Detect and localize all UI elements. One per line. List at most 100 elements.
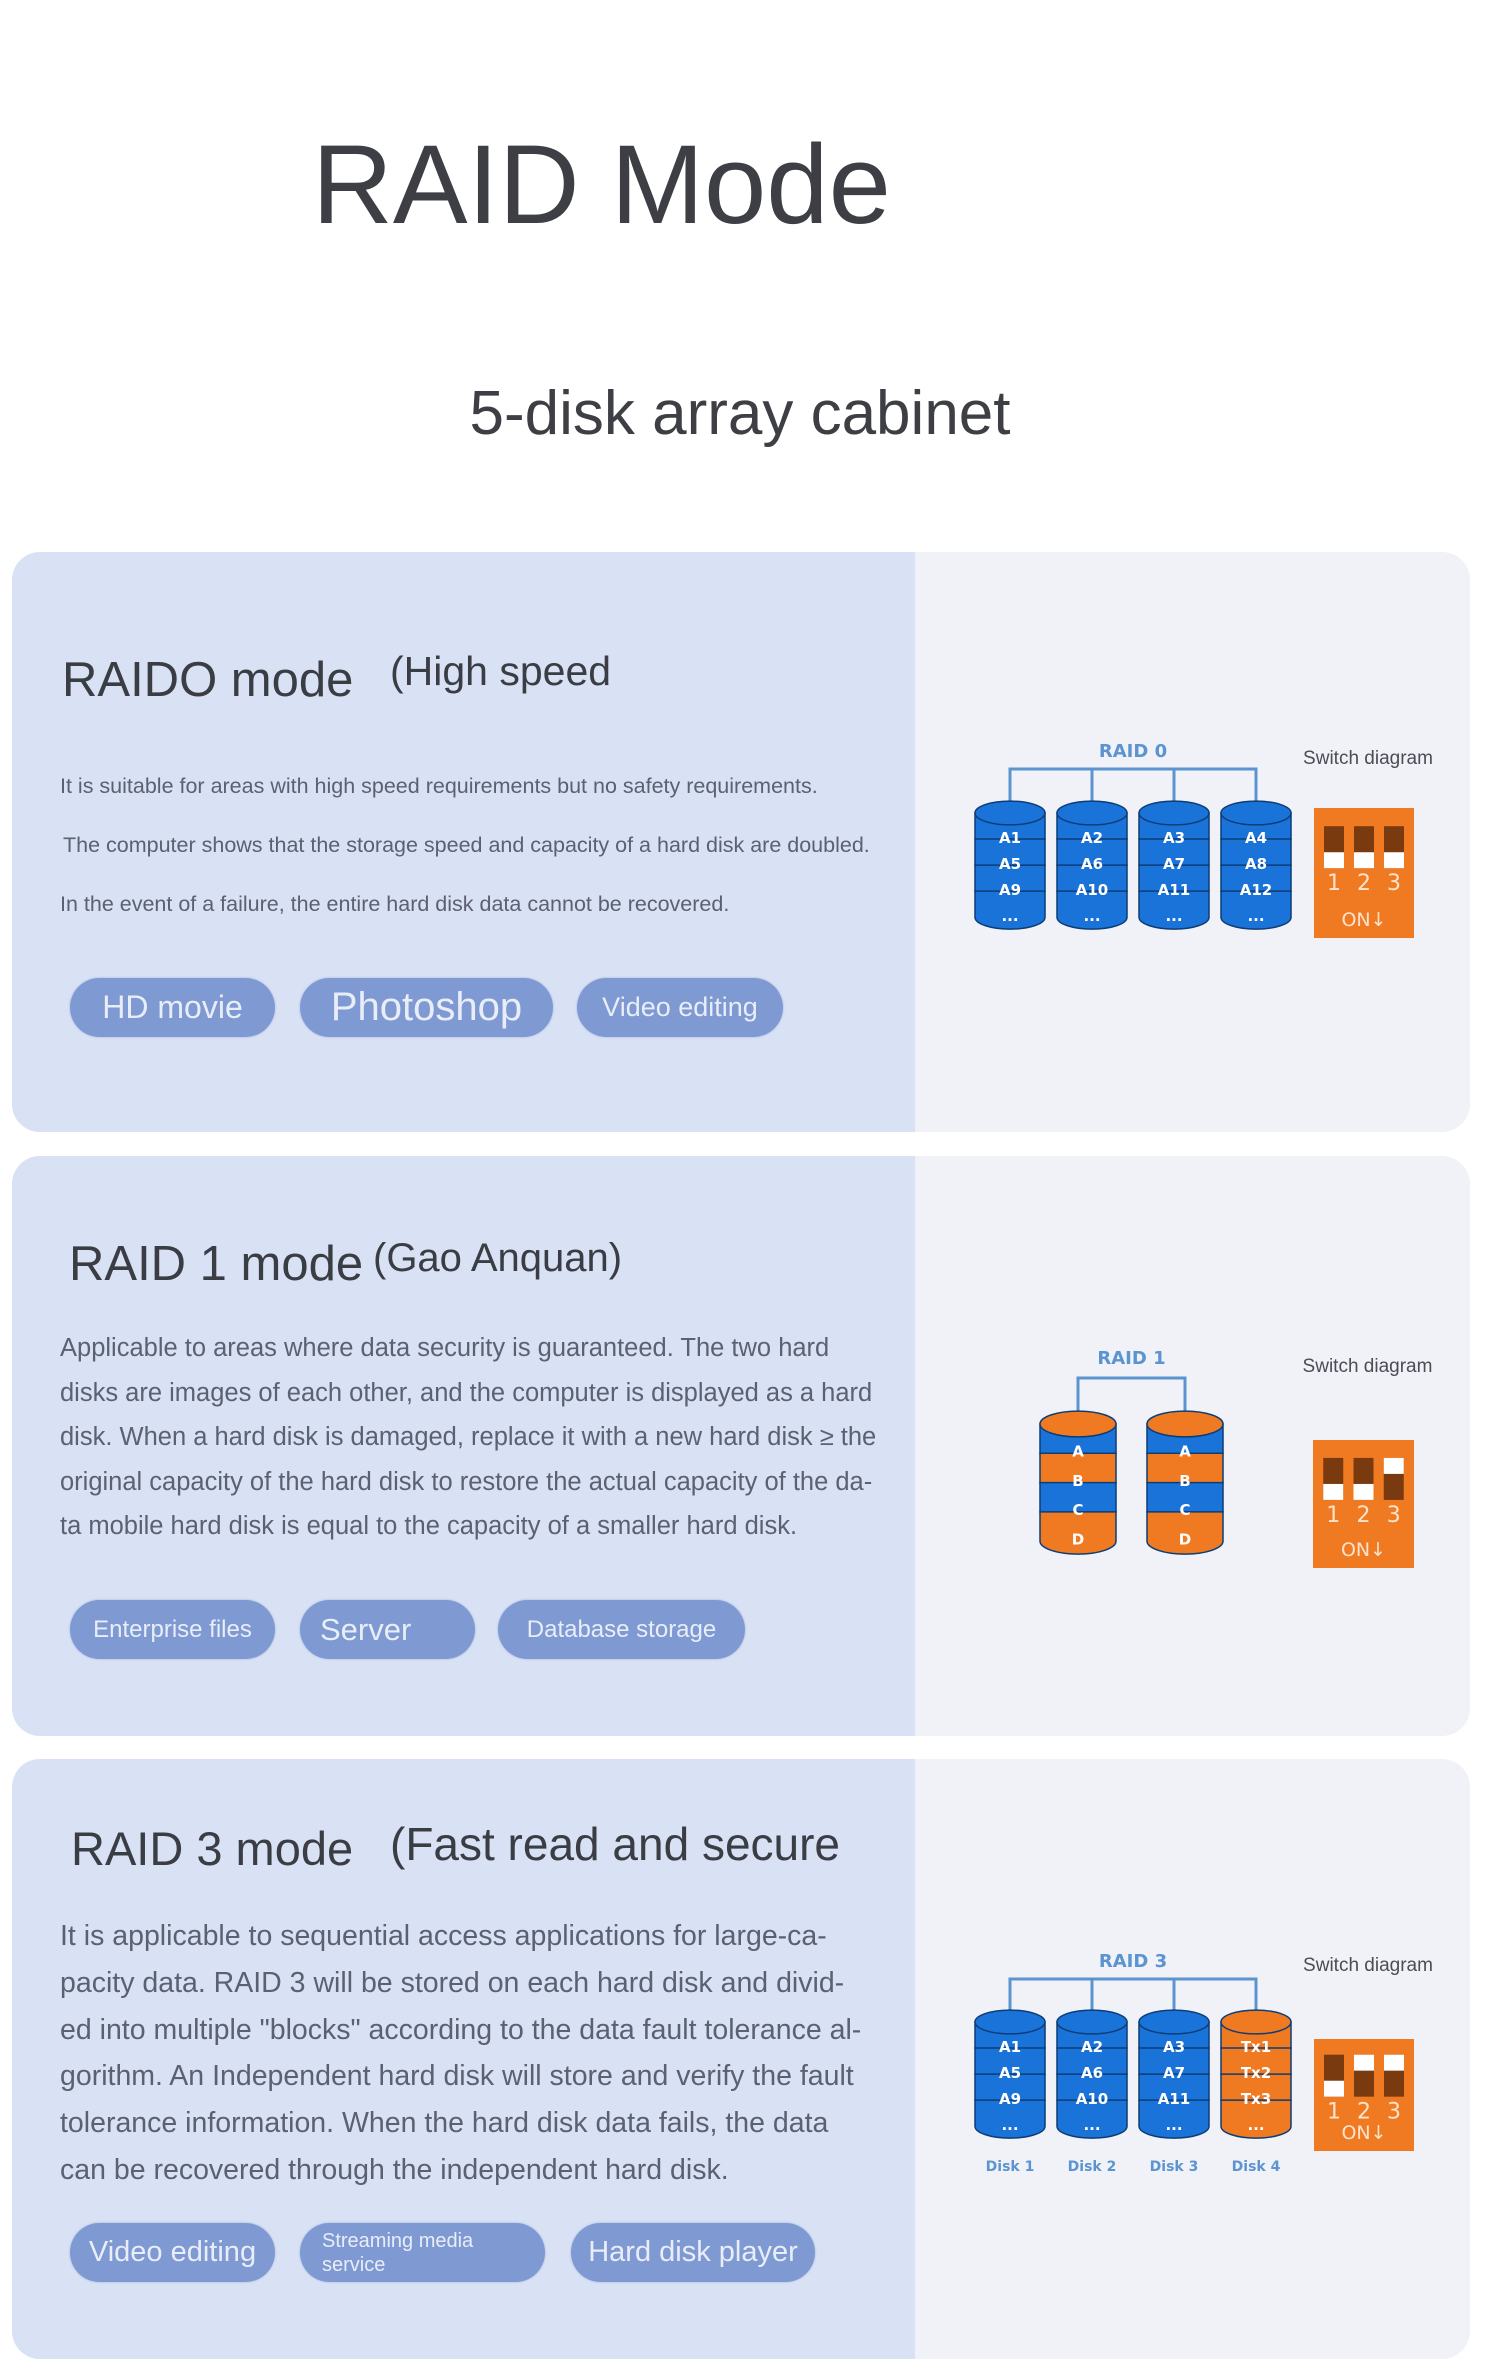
disk-band-label: ...	[1247, 907, 1264, 925]
dip-switch-number: 3	[1387, 871, 1401, 896]
disk-band-label: ...	[1165, 2116, 1182, 2134]
disk-band	[1220, 2099, 1292, 2139]
body-line: disk. When a hard disk is damaged, repla…	[60, 1423, 877, 1452]
tag-database-storage[interactable]: Database storage	[498, 1600, 745, 1659]
disk-band-label: A2	[1081, 2038, 1103, 2056]
card-heading: RAID 3 mode	[71, 1822, 354, 1875]
disk-band-label: A9	[999, 2090, 1021, 2108]
disk-band	[1220, 890, 1292, 930]
disk-band-label: A5	[999, 2064, 1021, 2082]
disk-band-label: A8	[1245, 855, 1267, 873]
dip-switch-number: 1	[1326, 1503, 1340, 1528]
disk-band	[1138, 2099, 1210, 2139]
disk-cap	[1220, 800, 1292, 826]
disk-band-label: ...	[1001, 907, 1018, 925]
disk-band-label: B	[1072, 1472, 1083, 1490]
body-line: tolerance information. When the hard dis…	[60, 2107, 829, 2140]
disk-name: Disk 2	[1068, 2159, 1117, 2175]
dip-switch-knob	[1353, 1483, 1374, 1500]
disk-band-label: A12	[1240, 881, 1272, 899]
tag-streaming-media-service[interactable]: Streaming media service	[300, 2223, 545, 2282]
body-line: In the event of a failure, the entire ha…	[60, 892, 730, 916]
disk-band-label: Tx1	[1241, 2038, 1271, 2056]
dip-switch-knob	[1324, 852, 1344, 869]
disk-band-label: A7	[1163, 2064, 1185, 2082]
tag-video-editing[interactable]: Video editing	[577, 978, 783, 1037]
disk-cap	[1138, 2009, 1210, 2035]
disk-labels: A1A5A9...A2A6A10...A3A7A11...A4A8A12...	[999, 829, 1272, 925]
raid3-info-panel: RAID 3 mode (Fast read and secure It is …	[12, 1759, 915, 2359]
tag-video-editing[interactable]: Video editing	[70, 2223, 275, 2282]
card-body: It is suitable for areas with high speed…	[60, 757, 870, 934]
tag-hd-movie[interactable]: HD movie	[70, 978, 275, 1037]
disk-name: Disk 3	[1150, 2159, 1199, 2175]
disk-icon	[974, 800, 1046, 930]
dip-switch-knob	[1323, 1483, 1344, 1500]
body-line: can be recovered through the independent…	[60, 2153, 729, 2186]
disk-icon	[1220, 800, 1292, 930]
dip-switch-number: 1	[1327, 2100, 1341, 2125]
disk-cap	[1146, 1410, 1224, 1438]
dip-switch-on-label: ON↓	[1341, 909, 1386, 931]
tag-photoshop[interactable]: Photoshop	[300, 978, 553, 1037]
disk-band	[1138, 890, 1210, 930]
tag-hard-disk-player[interactable]: Hard disk player	[571, 2223, 815, 2282]
dip-switch-knob	[1384, 2054, 1404, 2071]
body-line: It is applicable to sequential access ap…	[60, 1920, 827, 1952]
disk-cap	[1039, 1410, 1117, 1438]
dip-switch-number: 2	[1357, 1503, 1371, 1528]
disk-cap	[1056, 800, 1128, 826]
raid1-info-panel: RAID 1 mode (Gao Anquan) Applicable to a…	[12, 1156, 915, 1736]
disk-icon	[1138, 800, 1210, 930]
disk-icon: Disk 4	[1220, 2009, 1292, 2175]
disk-icon: Disk 2	[1056, 2009, 1128, 2175]
connector-lines	[1076, 1376, 1187, 1418]
disk-icon	[1146, 1410, 1224, 1555]
raid-label: RAID 3	[1099, 1951, 1167, 1972]
dip-switch-knob	[1354, 852, 1374, 869]
body-line: Applicable to areas where data security …	[60, 1334, 830, 1362]
raid1-card: RAID 1 mode (Gao Anquan) Applicable to a…	[12, 1156, 1470, 1736]
page-title: RAID Mode	[312, 122, 891, 247]
dip-switch-knob	[1354, 2054, 1374, 2071]
connector-lines	[1008, 1977, 1258, 2016]
dip-switch-on-label: ON↓	[1341, 2122, 1386, 2144]
body-line: gorithm. An Independent hard disk will s…	[60, 2060, 854, 2093]
disk-band-label: C	[1179, 1501, 1190, 1519]
page-subtitle: 5-disk array cabinet	[469, 379, 1011, 448]
raid3-card: RAID 3 mode (Fast read and secure It is …	[12, 1759, 1470, 2359]
card-heading-note: (Gao Anquan)	[373, 1236, 623, 1280]
disk-band-label: A1	[999, 2038, 1021, 2056]
disk-band	[1039, 1511, 1117, 1555]
disk-band-label: Tx2	[1241, 2064, 1271, 2082]
tag-enterprise-files[interactable]: Enterprise files	[70, 1600, 275, 1659]
disk-band-label: B	[1179, 1472, 1190, 1490]
raid-diagram-svg: RAID 0A1A5A9...A2A6A10...A3A7A11...A4A8A…	[974, 741, 1433, 938]
disk-band-label: A5	[999, 855, 1021, 873]
card-heading-note: (Fast read and secure	[390, 1818, 841, 1870]
dip-switch-knob	[1384, 852, 1404, 869]
dip-switch-number: 3	[1387, 1503, 1401, 1528]
switch-diagram-label: Switch diagram	[1303, 748, 1433, 769]
body-line: ta mobile hard disk is equal to the capa…	[60, 1512, 798, 1541]
disk-labels: A1A5A9...A2A6A10...A3A7A11...Tx1Tx2Tx3..…	[999, 2038, 1271, 2134]
switch-diagram-label: Switch diagram	[1303, 1356, 1433, 1377]
disk-band-label: A	[1179, 1443, 1191, 1461]
raid-label: RAID 1	[1097, 1348, 1165, 1369]
disk-band-label: A7	[1163, 855, 1185, 873]
dip-switch-knob	[1324, 2080, 1344, 2097]
disk-cap	[1220, 2009, 1292, 2035]
disk-icon	[1039, 1410, 1117, 1555]
tag-server[interactable]: Server	[300, 1600, 475, 1659]
body-line: ed into multiple "blocks" according to t…	[60, 2013, 862, 2046]
disk-name: Disk 1	[986, 2159, 1035, 2175]
disk-band	[1056, 890, 1128, 930]
